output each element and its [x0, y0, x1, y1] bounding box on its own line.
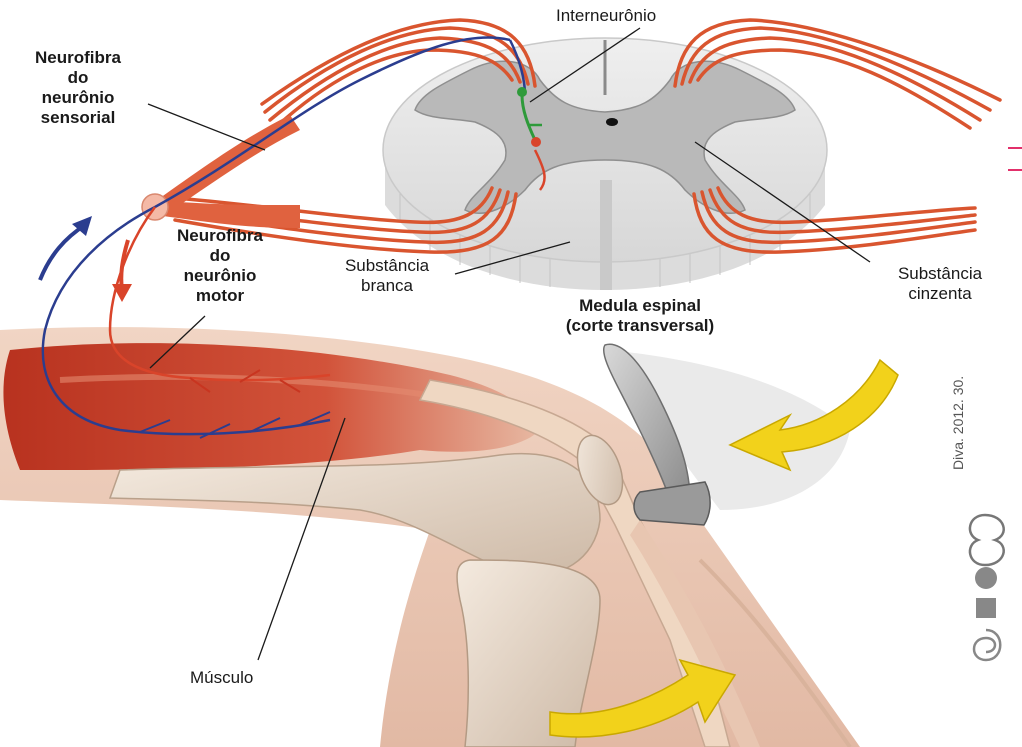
spinal-cord-label: Medula espinal (corte transversal): [520, 296, 760, 336]
white-matter-line-2: branca: [312, 276, 462, 296]
gray-matter-line-2: cinzenta: [860, 284, 1020, 304]
motor-soma: [531, 137, 541, 147]
white-matter-line-1: Substância: [312, 256, 462, 276]
sensory-fiber-line-1: Neurofibra: [8, 48, 148, 68]
sensory-fiber-line-4: sensorial: [8, 108, 148, 128]
spinal-cord-line-2: (corte transversal): [520, 316, 760, 336]
image-credit: Diva. 2012. 30.: [950, 390, 970, 470]
sensory-fiber-label: Neurofibra do neurônio sensorial: [8, 48, 148, 128]
motor-fiber-line-3: neurônio: [150, 266, 290, 286]
gray-matter-label: Substância cinzenta: [860, 264, 1020, 304]
motor-fiber-label: Neurofibra do neurônio motor: [150, 226, 290, 306]
gray-matter-line-1: Substância: [860, 264, 1020, 284]
motor-fiber-line-1: Neurofibra: [150, 226, 290, 246]
interneuron-label: Interneurônio: [556, 6, 656, 26]
spinal-cord-line-1: Medula espinal: [520, 296, 760, 316]
central-canal: [606, 118, 618, 126]
publisher-logo: [970, 515, 1004, 660]
interneuron-soma: [517, 87, 527, 97]
sensory-fiber-line-3: neurônio: [8, 88, 148, 108]
anterior-fissure: [600, 180, 612, 290]
white-matter-label: Substância branca: [312, 256, 462, 296]
sensory-fiber-leader: [148, 104, 265, 150]
motor-fiber-line-4: motor: [150, 286, 290, 306]
motor-fiber-line-2: do: [150, 246, 290, 266]
muscle-label: Músculo: [190, 668, 253, 688]
sensory-fiber-line-2: do: [8, 68, 148, 88]
sensory-signal-arrow: [40, 216, 92, 280]
spinal-cord-section: [175, 20, 1000, 290]
